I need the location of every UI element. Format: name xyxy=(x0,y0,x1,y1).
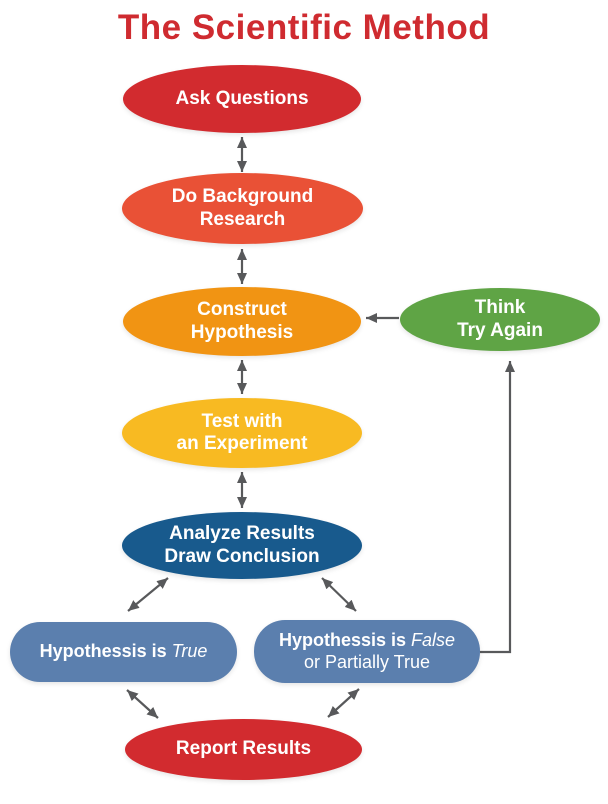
node-ask-questions: Ask Questions xyxy=(123,65,361,133)
arrow-true-report xyxy=(126,689,159,719)
node-do-background-research: Do Background Research xyxy=(122,173,363,244)
node-label: Do Background Research xyxy=(171,186,314,230)
hypothesis-true-italic: True xyxy=(171,641,208,662)
node-analyze-results: Analyze Results Draw Conclusion xyxy=(122,512,362,579)
node-hypothesis-false: Hypothessis is False or Partially True xyxy=(254,620,480,683)
node-label: Construct Hypothesis xyxy=(190,299,294,343)
node-test-with-experiment: Test with an Experiment xyxy=(122,398,362,468)
node-report-results: Report Results xyxy=(125,719,362,780)
node-label: Hypothessis is False xyxy=(279,630,455,651)
node-think-try-again: Think Try Again xyxy=(400,288,600,351)
node-label: Report Results xyxy=(175,738,312,760)
arrow-false-report xyxy=(327,688,360,718)
node-label: Analyze Results Draw Conclusion xyxy=(164,523,320,567)
node-label: Ask Questions xyxy=(175,87,309,109)
hypothesis-false-italic: False xyxy=(411,630,456,651)
node-label: Test with an Experiment xyxy=(176,410,308,454)
node-hypothesis-true: Hypothessis is True xyxy=(10,622,237,682)
hypothesis-true-bold: Hypothessis is xyxy=(39,641,172,662)
arrow-analyze-false xyxy=(321,577,357,612)
node-label: Think Try Again xyxy=(457,297,543,341)
diagram-title: The Scientific Method xyxy=(117,8,491,47)
connector-false-think xyxy=(480,361,515,654)
hypothesis-false-bold: Hypothessis is xyxy=(278,630,412,651)
arrow-analyze-true xyxy=(127,577,169,612)
node-construct-hypothesis: Construct Hypothesis xyxy=(123,287,361,356)
node-label: Hypothessis is True xyxy=(40,641,208,662)
hypothesis-false-line2: or Partially True xyxy=(303,651,431,672)
